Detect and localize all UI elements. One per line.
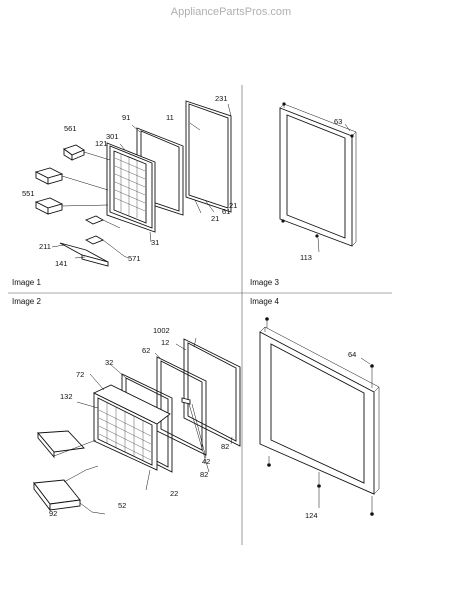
image3-title: Image 3 (250, 278, 279, 287)
callout-21-a: 21 (229, 201, 237, 210)
callout-11: 11 (166, 113, 174, 122)
callout-132: 132 (60, 392, 73, 401)
image4-drawing (259, 317, 380, 516)
callout-32: 32 (105, 358, 113, 367)
callout-124: 124 (305, 511, 318, 520)
callout-72: 72 (76, 370, 84, 379)
callout-551: 551 (22, 189, 35, 198)
callout-12: 12 (161, 338, 169, 347)
callout-121: 121 (95, 139, 108, 148)
callout-211: 211 (39, 242, 51, 251)
callout-561: 561 (64, 124, 77, 133)
callout-31: 31 (151, 238, 159, 247)
callout-63: 63 (334, 117, 342, 126)
callout-571: 571 (128, 254, 141, 263)
callout-82-a: 82 (221, 442, 229, 451)
callout-231: 231 (215, 94, 228, 103)
callout-92: 92 (49, 509, 57, 518)
callout-301: 301 (106, 132, 119, 141)
image1-callouts: 231 11 91 561 301 121 551 21 61 21 31 21… (12, 94, 237, 287)
callout-42: 42 (202, 457, 210, 466)
callout-22: 22 (170, 489, 178, 498)
callout-64: 64 (348, 350, 356, 359)
image2-title: Image 2 (12, 297, 41, 306)
callout-52: 52 (118, 501, 126, 510)
image3-callouts: 63 113 Image 3 (250, 117, 342, 287)
callout-1002: 1002 (153, 326, 170, 335)
callout-113: 113 (300, 253, 312, 262)
image4-title: Image 4 (250, 297, 279, 306)
watermark: AppliancePartsPros.com (171, 6, 291, 18)
image1-drawing (34, 100, 232, 267)
callout-82-b: 82 (200, 470, 208, 479)
callout-21-b: 21 (211, 214, 219, 223)
image4-callouts: 64 124 Image 4 (250, 297, 356, 520)
callout-141: 141 (55, 259, 68, 268)
image1-title: Image 1 (12, 278, 41, 287)
callout-62: 62 (142, 346, 150, 355)
image3-drawing (279, 102, 357, 253)
image2-callouts: 1002 12 62 32 72 132 42 82 82 22 52 92 I… (12, 297, 229, 518)
callout-61: 61 (222, 207, 230, 216)
callout-91: 91 (122, 113, 130, 122)
image2-drawing (33, 337, 241, 515)
